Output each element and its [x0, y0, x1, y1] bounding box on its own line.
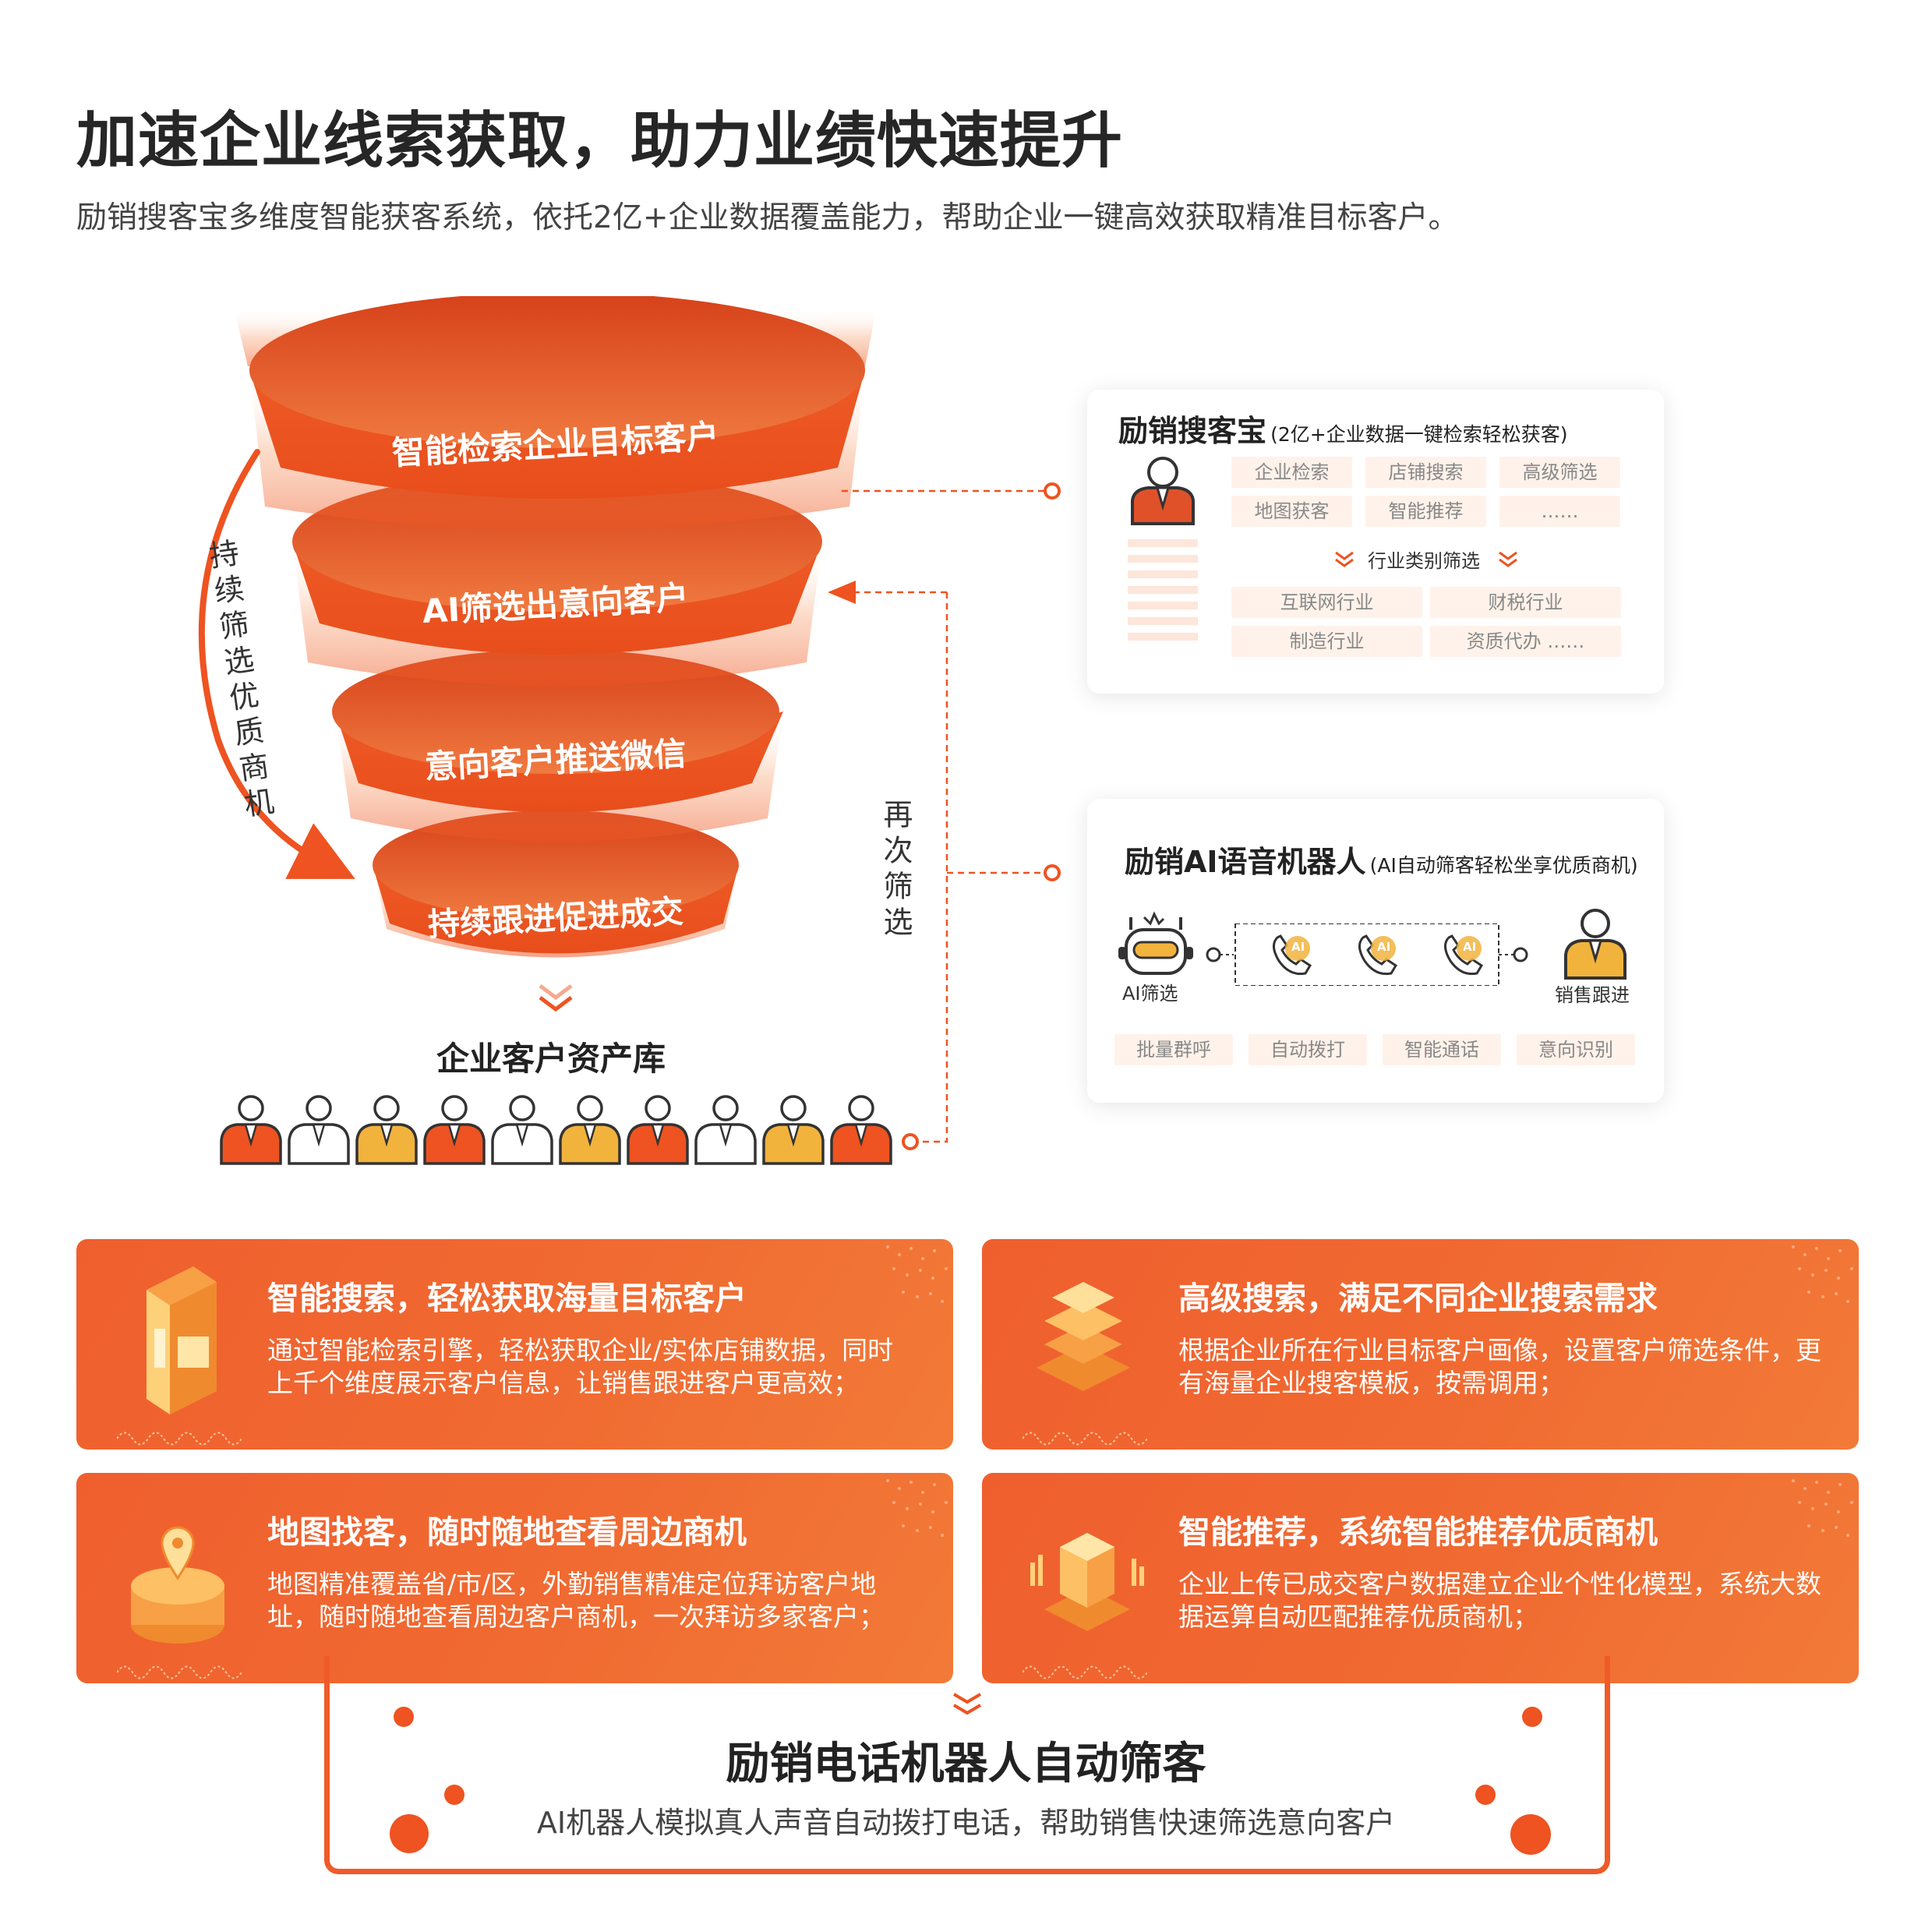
- robot-panel-subtitle: (AI自动筛客轻松坐享优质商机): [1369, 854, 1638, 877]
- search-panel: 励销搜客宝 (2亿+企业数据一键检索轻松获客) 企业检索 店铺搜索 高级筛选 地…: [1087, 390, 1664, 694]
- tag-manufacturing-industry[interactable]: 制造行业: [1231, 626, 1422, 657]
- sales-label: 销售跟进: [1555, 984, 1630, 1006]
- decor-dot: [1522, 1707, 1542, 1727]
- dot-pattern: [1792, 1479, 1853, 1537]
- tag-finance-tax-industry[interactable]: 财税行业: [1430, 587, 1621, 618]
- call-flow: [1206, 923, 1528, 986]
- ai-call-icon: [1358, 934, 1398, 976]
- bottom-subtitle: AI机器人模拟真人声音自动拨打电话，帮助销售快速筛选意向客户: [536, 1806, 1396, 1840]
- ai-call-icon: [1444, 934, 1484, 976]
- customer-person-icon: [559, 1095, 621, 1165]
- server-icon: [147, 1266, 217, 1414]
- customer-library-icons: [220, 1095, 892, 1165]
- refilter-arrowhead: [828, 581, 856, 604]
- library-title: 企业客户资产库: [436, 1040, 666, 1078]
- customer-person-icon: [694, 1095, 757, 1165]
- customer-person-icon: [423, 1095, 486, 1165]
- filter-label: 行业类别筛选: [1368, 550, 1480, 572]
- customer-person-icon: [220, 1095, 282, 1165]
- chevron-down-icon: [952, 1693, 982, 1715]
- tag-more: ……: [1499, 496, 1620, 527]
- page-subtitle: 励销搜客宝多维度智能获客系统，依托2亿+企业数据覆盖能力，帮助企业一键高效获取精…: [76, 200, 1459, 235]
- map-pin-icon: [131, 1526, 224, 1644]
- wave-decoration: [117, 1432, 242, 1446]
- cube-icon: [1030, 1533, 1144, 1631]
- ai-call-badge: AI: [1463, 940, 1477, 954]
- tag-qualification-agency[interactable]: 资质代办 ……: [1430, 626, 1621, 657]
- wave-decoration: [1023, 1665, 1147, 1679]
- chevron-down-icon: [1335, 551, 1354, 567]
- tag-enterprise-search[interactable]: 企业检索: [1231, 457, 1352, 488]
- feature-card-desc: 通过智能检索引擎，轻松获取企业/实体店铺数据，同时上千个维度展示客户信息，让销售…: [267, 1335, 894, 1398]
- page-title: 加速企业线索获取，助力业绩快速提升: [76, 106, 1124, 176]
- search-panel-title: 励销搜客宝: [1118, 414, 1267, 448]
- decor-dot: [390, 1814, 429, 1853]
- tag-internet-industry[interactable]: 互联网行业: [1231, 587, 1422, 618]
- feature-card-desc: 根据企业所在行业目标客户画像，设置客户筛选条件，更有海量企业搜客模板，按需调用；: [1178, 1335, 1821, 1398]
- feature-card-desc: 企业上传已成交客户数据建立企业个性化模型，系统大数据运算自动匹配推荐优质商机；: [1178, 1569, 1821, 1632]
- tag-smart-recommend[interactable]: 智能推荐: [1365, 496, 1486, 527]
- bottom-frame: [324, 1656, 1610, 1874]
- search-panel-subtitle: (2亿+企业数据一键检索轻松获客): [1270, 423, 1568, 446]
- connector-dots: [902, 482, 1061, 1150]
- tag-batch-call[interactable]: 批量群呼: [1114, 1034, 1233, 1065]
- dot-pattern: [1792, 1245, 1853, 1303]
- customer-person-icon: [491, 1095, 553, 1165]
- customer-person-icon: [830, 1095, 892, 1165]
- wave-decoration: [1023, 1432, 1147, 1446]
- decor-dot: [1510, 1814, 1551, 1855]
- person-icon: [1128, 457, 1198, 641]
- customer-person-icon: [288, 1095, 350, 1165]
- feature-card-smart-search: 智能搜索，轻松获取海量目标客户 通过智能检索引擎，轻松获取企业/实体店铺数据，同…: [76, 1239, 953, 1450]
- chevron-down-icon: [1499, 551, 1517, 567]
- tag-intent-detect[interactable]: 意向识别: [1517, 1034, 1635, 1065]
- robot-panel: 励销AI语音机器人 (AI自动筛客轻松坐享优质商机) AI筛选 AI AI AI…: [1087, 799, 1664, 1103]
- robot-label: AI筛选: [1122, 983, 1178, 1005]
- bottom-title: 励销电话机器人自动筛客: [726, 1739, 1206, 1789]
- feature-card-title: 地图找客，随时随地查看周边商机: [267, 1513, 747, 1551]
- chevron-down-icon: [539, 984, 573, 1012]
- feature-card-map-search: 地图找客，随时随地查看周边商机 地图精准覆盖省/市/区，外勤销售精准定位拜访客户…: [76, 1473, 953, 1683]
- feature-card-desc: 地图精准覆盖省/市/区，外勤销售精准定位拜访客户地址，随时随地查看周边客户商机，…: [267, 1569, 885, 1632]
- customer-person-icon: [627, 1095, 689, 1165]
- tag-advanced-filter[interactable]: 高级筛选: [1499, 457, 1620, 488]
- dot-pattern: [886, 1245, 948, 1303]
- feature-card-smart-recommend: 智能推荐，系统智能推荐优质商机 企业上传已成交客户数据建立企业个性化模型，系统大…: [982, 1473, 1859, 1683]
- feature-card-title: 智能推荐，系统智能推荐优质商机: [1178, 1513, 1658, 1551]
- tag-auto-dial[interactable]: 自动拨打: [1249, 1034, 1367, 1065]
- dot-pattern: [886, 1479, 948, 1537]
- feature-card-title: 高级搜索，满足不同企业搜索需求: [1178, 1280, 1658, 1317]
- decor-dot: [394, 1707, 414, 1727]
- robot-panel-title: 励销AI语音机器人: [1125, 845, 1366, 879]
- refilter-label: 再次筛选: [878, 799, 913, 942]
- layers-icon: [1037, 1282, 1130, 1391]
- robot-icon: [1118, 911, 1193, 975]
- ai-call-icon: [1273, 934, 1312, 976]
- funnel-layer-4: 持续跟进促进成交: [373, 810, 739, 958]
- funnel-layer-1: 智能检索企业目标客户: [249, 296, 865, 530]
- wave-decoration: [117, 1665, 242, 1679]
- feature-card-advanced-search: 高级搜索，满足不同企业搜索需求 根据企业所在行业目标客户画像，设置客户筛选条件，…: [982, 1239, 1859, 1450]
- feature-card-title: 智能搜索，轻松获取海量目标客户: [267, 1280, 747, 1317]
- funnel-diagram: 持续跟进促进成交 意向客户推送微信 AI筛选出意向客户 智能检索企业目标客户: [198, 296, 1061, 1165]
- ai-call-badge: AI: [1291, 940, 1305, 954]
- tag-store-search[interactable]: 店铺搜索: [1365, 457, 1486, 488]
- customer-person-icon: [355, 1095, 418, 1165]
- customer-person-icon: [762, 1095, 825, 1165]
- salesperson-icon: [1564, 909, 1626, 980]
- tag-map-acquire[interactable]: 地图获客: [1231, 496, 1352, 527]
- decor-dot: [1475, 1785, 1496, 1805]
- left-curved-arrow: [198, 449, 355, 879]
- tag-smart-call[interactable]: 智能通话: [1383, 1034, 1501, 1065]
- dashed-connectors: [842, 489, 1044, 1143]
- ai-call-badge: AI: [1377, 940, 1391, 954]
- decor-dot: [444, 1785, 464, 1805]
